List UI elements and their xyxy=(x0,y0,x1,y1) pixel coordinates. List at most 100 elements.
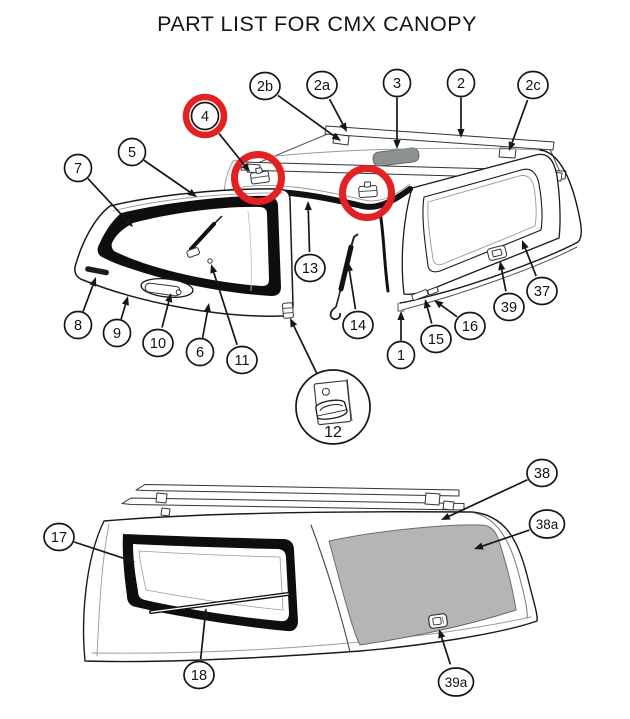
strut-ball-stud xyxy=(207,258,213,264)
callout-arrowhead xyxy=(187,188,197,197)
bed-rail-bracket-left xyxy=(411,289,429,301)
callout-circle xyxy=(306,70,338,100)
callout-circle xyxy=(142,328,174,358)
callout-label: 3 xyxy=(393,76,401,92)
callout-arrowhead xyxy=(441,512,451,520)
callout-label: 17 xyxy=(51,530,67,546)
callout-circle xyxy=(117,137,147,167)
rack-side-rail-rear xyxy=(324,125,555,151)
side-window-seal xyxy=(122,534,298,632)
callout-arrow-line xyxy=(524,248,537,277)
side-glass-line xyxy=(138,550,284,611)
callout-arrowhead xyxy=(201,608,209,618)
door-strut-bar xyxy=(189,222,216,251)
callout-label: 2a xyxy=(314,78,331,94)
side-window-inner xyxy=(427,175,537,266)
bed-rail-bracket-right xyxy=(427,286,439,296)
callout-2c: 2c xyxy=(508,70,549,151)
callout-label: 5 xyxy=(128,145,136,161)
page-title: PART LIST FOR CMX CANOPY xyxy=(157,12,477,36)
callout-label: 38a xyxy=(536,517,559,532)
callout-circle xyxy=(190,101,220,131)
brand-logo xyxy=(85,266,109,276)
callout-arrow-line xyxy=(212,272,238,346)
callout-label: 37 xyxy=(534,284,550,300)
callout-label: 18 xyxy=(191,668,207,684)
callout-arrow-line xyxy=(500,269,507,292)
callout-arrowhead xyxy=(474,542,484,550)
callout-label: 39a xyxy=(445,675,468,690)
door-window-seal xyxy=(97,195,282,296)
callout-circle xyxy=(382,68,412,98)
callout-arrowhead xyxy=(210,264,218,274)
callout-label: 4 xyxy=(201,109,209,125)
strut-clevis xyxy=(350,233,359,248)
callout-4: 4 xyxy=(182,93,250,172)
callout-label: 6 xyxy=(196,345,204,361)
callout-arrowhead xyxy=(241,162,250,172)
callout-arrow-line xyxy=(482,529,530,547)
callout-arrow-line xyxy=(218,133,246,166)
callout-17: 17 xyxy=(43,522,135,563)
callout-37: 37 xyxy=(521,240,558,306)
rail-bracket-right xyxy=(424,492,441,506)
highlight-ring-roof-clamp-left xyxy=(231,151,285,205)
strut-cylinder xyxy=(338,244,354,292)
door-gap-rear xyxy=(473,512,528,619)
callout-6: 6 xyxy=(185,303,215,367)
callout-15: 15 xyxy=(420,299,452,354)
callout-arrowhead xyxy=(290,318,298,328)
callout-arrow-line xyxy=(293,325,318,374)
callout-arrow-line xyxy=(143,159,191,193)
highlight-ring-callout-4 xyxy=(182,93,228,139)
shell-rail-endcap xyxy=(397,302,405,312)
callout-circle xyxy=(517,70,549,100)
door-strut-tip xyxy=(213,215,223,225)
side-panel xyxy=(401,153,561,295)
callout-arrow-line xyxy=(120,304,127,320)
callout-label: 2b xyxy=(257,79,273,95)
strut-ball-mount xyxy=(186,247,200,258)
gas-strut xyxy=(329,233,359,321)
callout-2: 2 xyxy=(446,68,476,138)
door-gap-left xyxy=(310,524,351,653)
side-door-latch xyxy=(486,245,508,261)
callout-label: 10 xyxy=(150,336,166,352)
callout-arrowhead xyxy=(331,132,341,141)
callout-arrow-line xyxy=(448,478,528,517)
callout-arrowhead xyxy=(203,303,211,313)
callout-label: 14 xyxy=(350,318,366,334)
callout-arrowhead xyxy=(498,261,506,271)
callout-arrow-line xyxy=(161,301,170,328)
callout-2b: 2b xyxy=(249,71,341,141)
rear-door xyxy=(74,188,294,319)
callout-label: 13 xyxy=(302,261,318,277)
roof-clamp-right xyxy=(358,181,378,198)
callout-arrowhead xyxy=(508,141,516,151)
callout-38: 38 xyxy=(441,458,558,520)
part-12-pin xyxy=(346,378,350,400)
callout-arrow-line xyxy=(328,98,344,125)
callout-circle xyxy=(386,340,416,370)
callout-9: 9 xyxy=(102,296,132,348)
callout-label: 2 xyxy=(457,76,465,92)
roof-rack xyxy=(240,125,567,182)
callout-arrowhead xyxy=(521,240,529,250)
callout-5: 5 xyxy=(117,137,197,197)
part-12-hole xyxy=(321,387,330,396)
rail-bracket-right-2 xyxy=(442,500,455,511)
callout-arrowhead xyxy=(125,555,135,563)
callout-arrow-line xyxy=(199,616,206,660)
callout-arrow-line xyxy=(440,304,458,318)
callout-label: 38 xyxy=(534,466,550,482)
callout-arrow-line xyxy=(426,307,433,324)
roof-mounting-pad xyxy=(372,147,420,167)
callout-circle xyxy=(43,522,75,552)
roof-clamp-left xyxy=(250,167,270,185)
callout-arrowhead xyxy=(165,293,173,303)
callout-label: 8 xyxy=(74,318,82,334)
callout-arrowhead xyxy=(397,311,405,320)
side-window-outline xyxy=(422,168,543,273)
callout-circle xyxy=(342,310,374,340)
